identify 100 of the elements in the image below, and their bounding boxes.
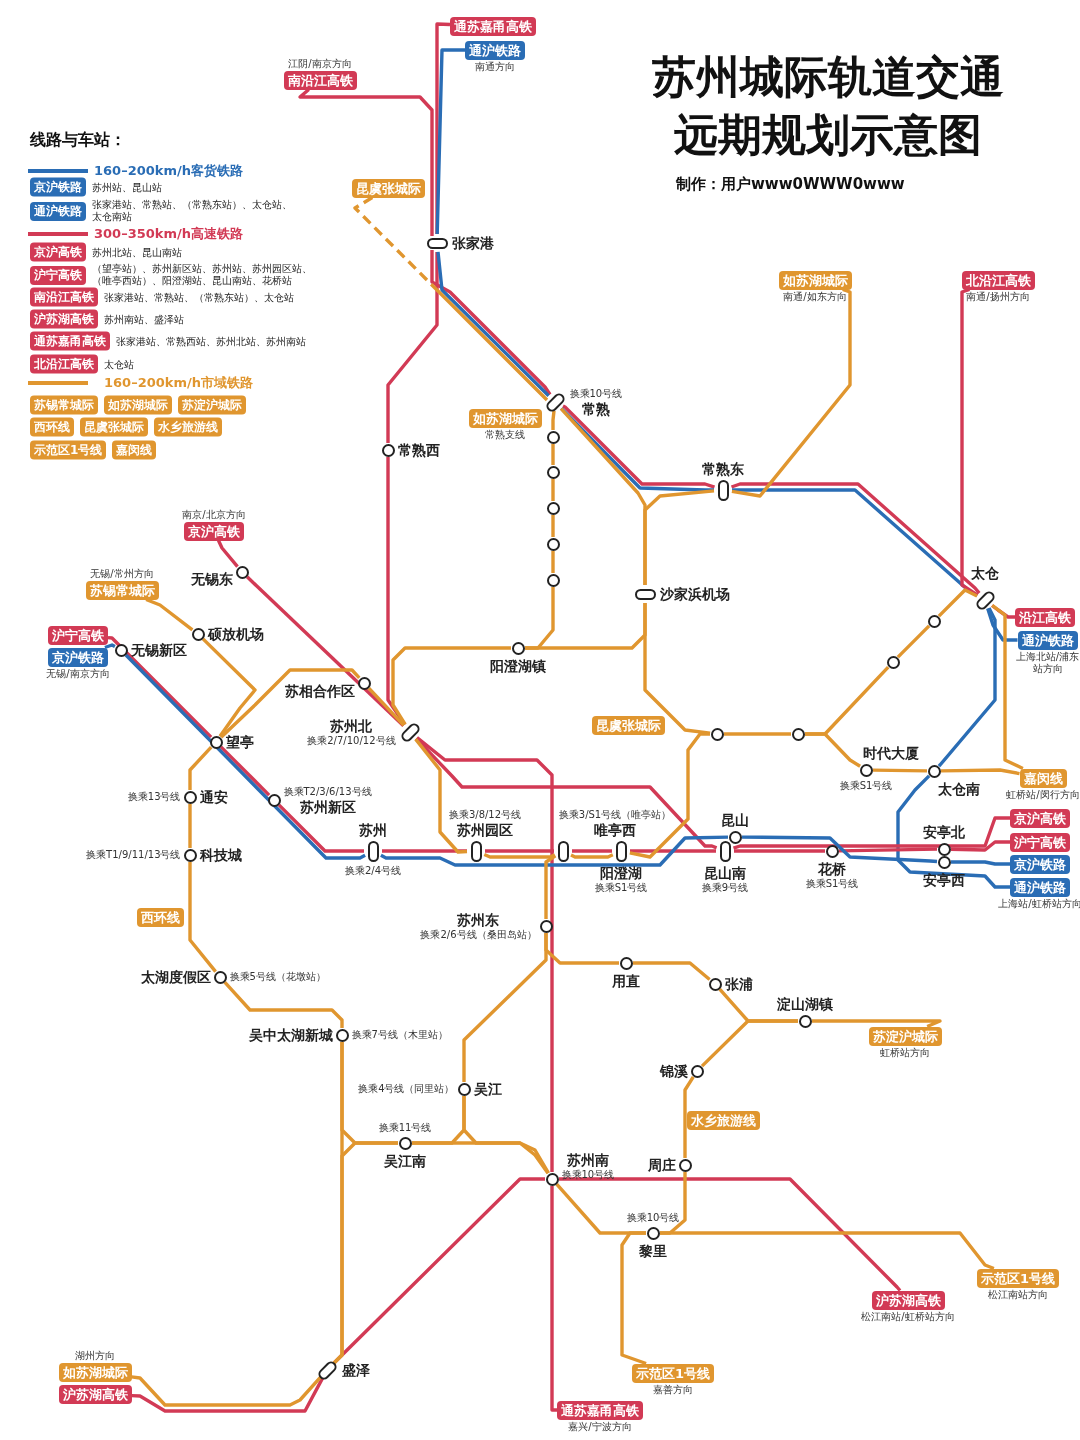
direction-label: 上海站/虹桥站方向 <box>998 897 1080 910</box>
station-name: 安亭西 <box>923 871 965 888</box>
direction-label: 无锡/南京方向 <box>46 667 110 680</box>
station-name: 阳澄湖 <box>600 864 642 881</box>
station-name: 沙家浜机场 <box>659 586 730 602</box>
station-list: 张家港站、常熟站、（常熟东站）、太仓站、太仓南站 <box>92 199 292 223</box>
direction-label: 南通/扬州方向 <box>966 290 1030 303</box>
legend-badge: 沪宁高铁 <box>30 265 86 285</box>
rail-line <box>570 853 614 859</box>
rail-line <box>551 444 555 465</box>
legend-badge: 嘉闵线 <box>112 440 157 460</box>
rail-line <box>435 48 465 235</box>
direction-label: 上海北站/浦东站方向 <box>1015 650 1080 675</box>
legend-badge: 昆虞张城际 <box>80 417 148 437</box>
line-badge: 京沪高铁 <box>1010 808 1070 828</box>
transfer-note: 换乘11号线 <box>378 1121 432 1134</box>
line-badge: 沪宁高铁 <box>1010 832 1070 852</box>
map-title: 苏州城际轨道交通远期规划示意图 <box>651 50 1005 162</box>
station-name: 科技城 <box>199 847 242 863</box>
rail-line <box>812 1019 942 1029</box>
rail-line <box>131 1375 323 1407</box>
transfer-note: 换乘T2/3/6/13号线 <box>283 785 372 798</box>
line-badge: 通沪铁路 <box>465 40 525 60</box>
rail-line <box>219 668 361 739</box>
transfer-note: 换乘3/8/12号线 <box>448 808 522 821</box>
station-name: 太湖度假区 <box>140 969 211 985</box>
rail-line <box>245 575 405 728</box>
station-name: 苏州新区 <box>299 798 356 815</box>
rail-line <box>380 835 729 867</box>
line-badge: 通苏嘉甬高铁 <box>450 16 536 36</box>
station-name: 苏州园区 <box>457 821 513 838</box>
rail-line <box>544 854 557 919</box>
line-badge: 如苏湖城际 <box>58 1362 132 1382</box>
rail-line <box>412 1141 550 1174</box>
direction-label: 南京/北京方向 <box>182 508 246 521</box>
station-name: 花桥 <box>818 860 846 877</box>
legend-badge: 京沪高铁 <box>30 242 86 262</box>
rail-line <box>550 1186 557 1412</box>
direction-label: 南通方向 <box>475 60 515 73</box>
rail-line <box>620 1231 647 1366</box>
station-name: 常熟 <box>581 400 610 417</box>
legend-badge: 西环线 <box>30 417 74 437</box>
rail-line <box>277 803 364 853</box>
transfer-note: 换乘10号线 <box>626 1211 680 1224</box>
line-badge: 昆虞张城际 <box>351 178 425 198</box>
station-name: 苏州东 <box>457 911 500 928</box>
direction-label: 虹桥站方向 <box>880 1046 930 1059</box>
legend-badge: 京沪铁路 <box>30 177 86 197</box>
rail-line <box>630 849 716 853</box>
legend-label: 160–200km/h市域铁路 <box>104 374 253 392</box>
station-name: 昆山 <box>721 811 749 828</box>
station-name: 太仓 <box>971 564 999 581</box>
rail-line <box>551 479 555 501</box>
station-name: 吴江 <box>473 1081 502 1097</box>
line-badge: 示范区1号线 <box>631 1363 714 1383</box>
direction-label: 湖州方向 <box>75 1349 115 1362</box>
direction-label: 松江南站/虹桥站方向 <box>861 1310 955 1323</box>
line-badge: 西环线 <box>136 907 184 927</box>
line-badge: 京沪铁路 <box>48 647 108 667</box>
station-name: 无锡东 <box>190 571 233 587</box>
station-list: 苏州北站、昆山南站 <box>92 246 182 258</box>
legend-badge: 南沿江高铁 <box>30 287 98 307</box>
line-badge: 通沪铁路 <box>1017 630 1078 650</box>
rail-line <box>124 653 366 860</box>
legend-badge: 通沪铁路 <box>30 201 86 221</box>
station-name: 用直 <box>612 972 640 989</box>
station-name: 盛泽 <box>341 1362 370 1378</box>
rail-line <box>131 1377 325 1413</box>
rail-line <box>483 852 556 859</box>
station-name: 昆山南 <box>704 864 746 881</box>
rail-line <box>805 732 861 768</box>
line-badge: 沪宁高铁 <box>48 625 108 645</box>
station-name: 唯亭西 <box>594 821 636 838</box>
legend-heading: 线路与车站： <box>30 129 126 151</box>
transfer-note: 换乘10号线 <box>569 387 623 400</box>
rail-line <box>683 1076 695 1158</box>
rail-line <box>219 745 271 797</box>
legend-badge: 示范区1号线 <box>30 440 107 460</box>
station-list: 苏州南站、盛泽站 <box>104 313 184 325</box>
rail-line <box>391 646 511 726</box>
station-name: 苏相合作区 <box>284 683 355 699</box>
rail-line <box>414 738 468 854</box>
line-badge: 如苏湖城际 <box>468 408 542 428</box>
legend-badge: 如苏湖城际 <box>104 395 172 415</box>
rail-line <box>742 835 938 864</box>
transfer-note: 换乘2/4号线 <box>344 864 402 877</box>
rail-line <box>353 196 549 402</box>
station-name: 苏州 <box>359 821 387 838</box>
rail-line <box>435 22 451 234</box>
transfer-note: 换乘S1号线 <box>805 877 859 890</box>
station-name: 苏州北 <box>330 717 373 734</box>
legend-badge: 沪苏湖高铁 <box>30 309 98 329</box>
station-name: 安亭北 <box>923 823 965 840</box>
station-list: （望亭站）、苏州新区站、苏州站、苏州园区站、（唯亭西站）、阳澄湖站、昆山南站、花桥站 <box>92 263 327 287</box>
transfer-note: 换乘3/S1号线（唯亭站） <box>558 808 672 821</box>
rail-line <box>986 608 1018 642</box>
rail-line <box>188 804 192 848</box>
line-badge: 苏锡常城际 <box>85 580 159 600</box>
rail-line <box>415 736 554 1172</box>
transfer-note: 换乘5号线（花墩站） <box>229 971 326 983</box>
